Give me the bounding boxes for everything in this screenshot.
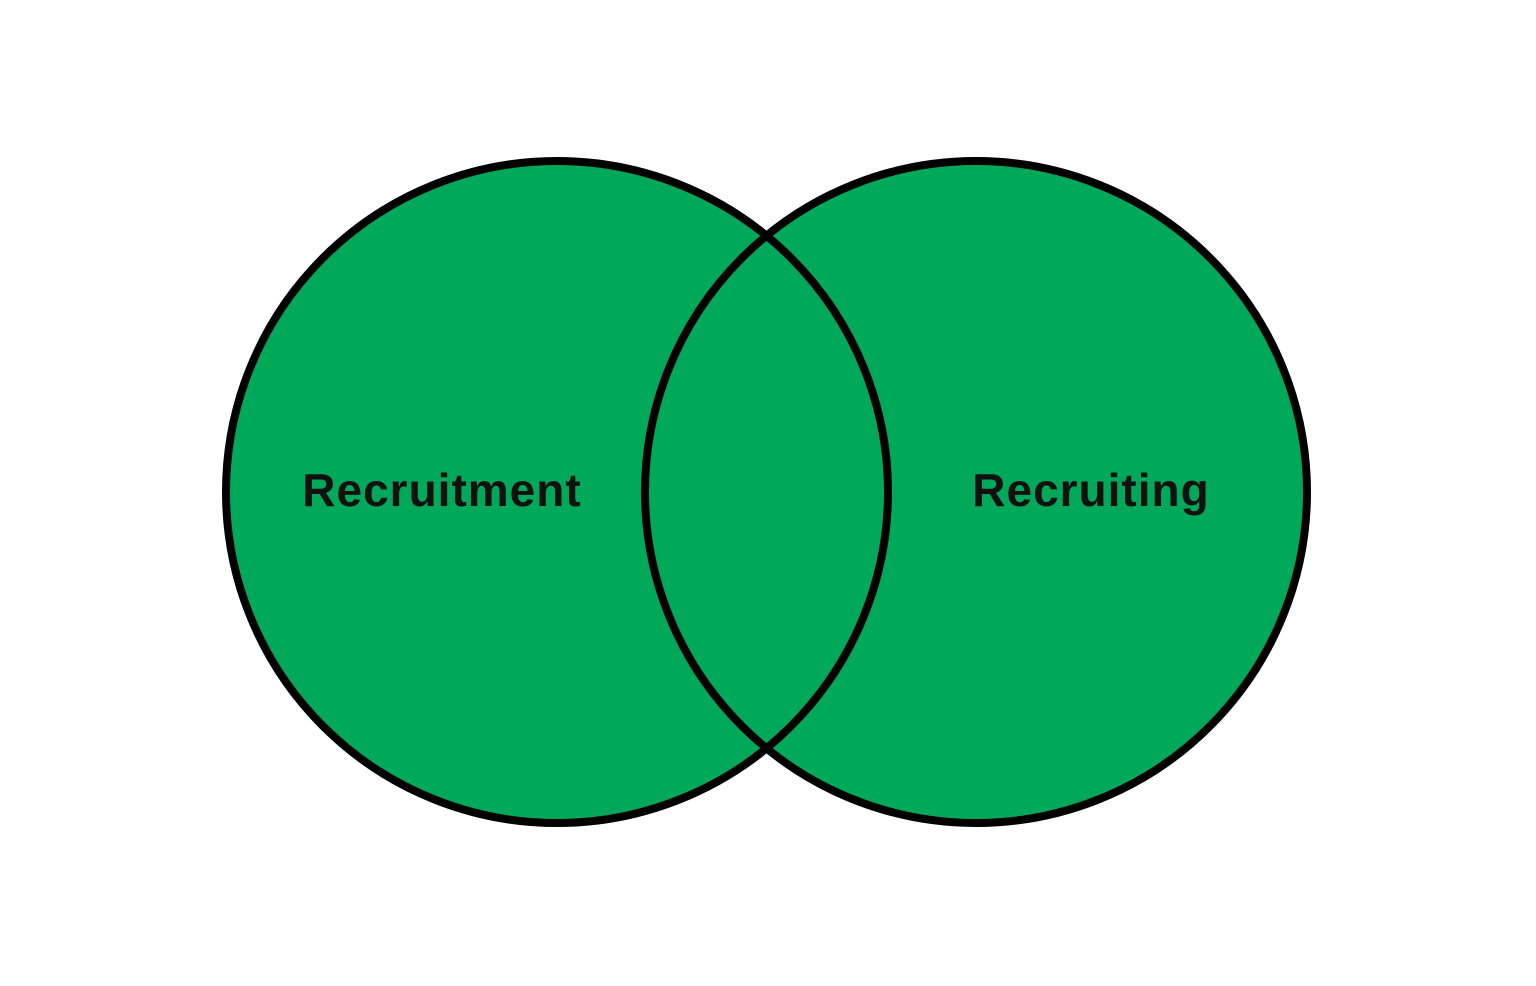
set-circle-outline-right: [641, 157, 1311, 827]
set-circle-outline-left: [222, 157, 892, 827]
set-label-recruitment: Recruitment: [302, 464, 581, 516]
set-circle-fill-right: [645, 161, 1307, 823]
set-label-recruiting: Recruiting: [972, 464, 1209, 516]
